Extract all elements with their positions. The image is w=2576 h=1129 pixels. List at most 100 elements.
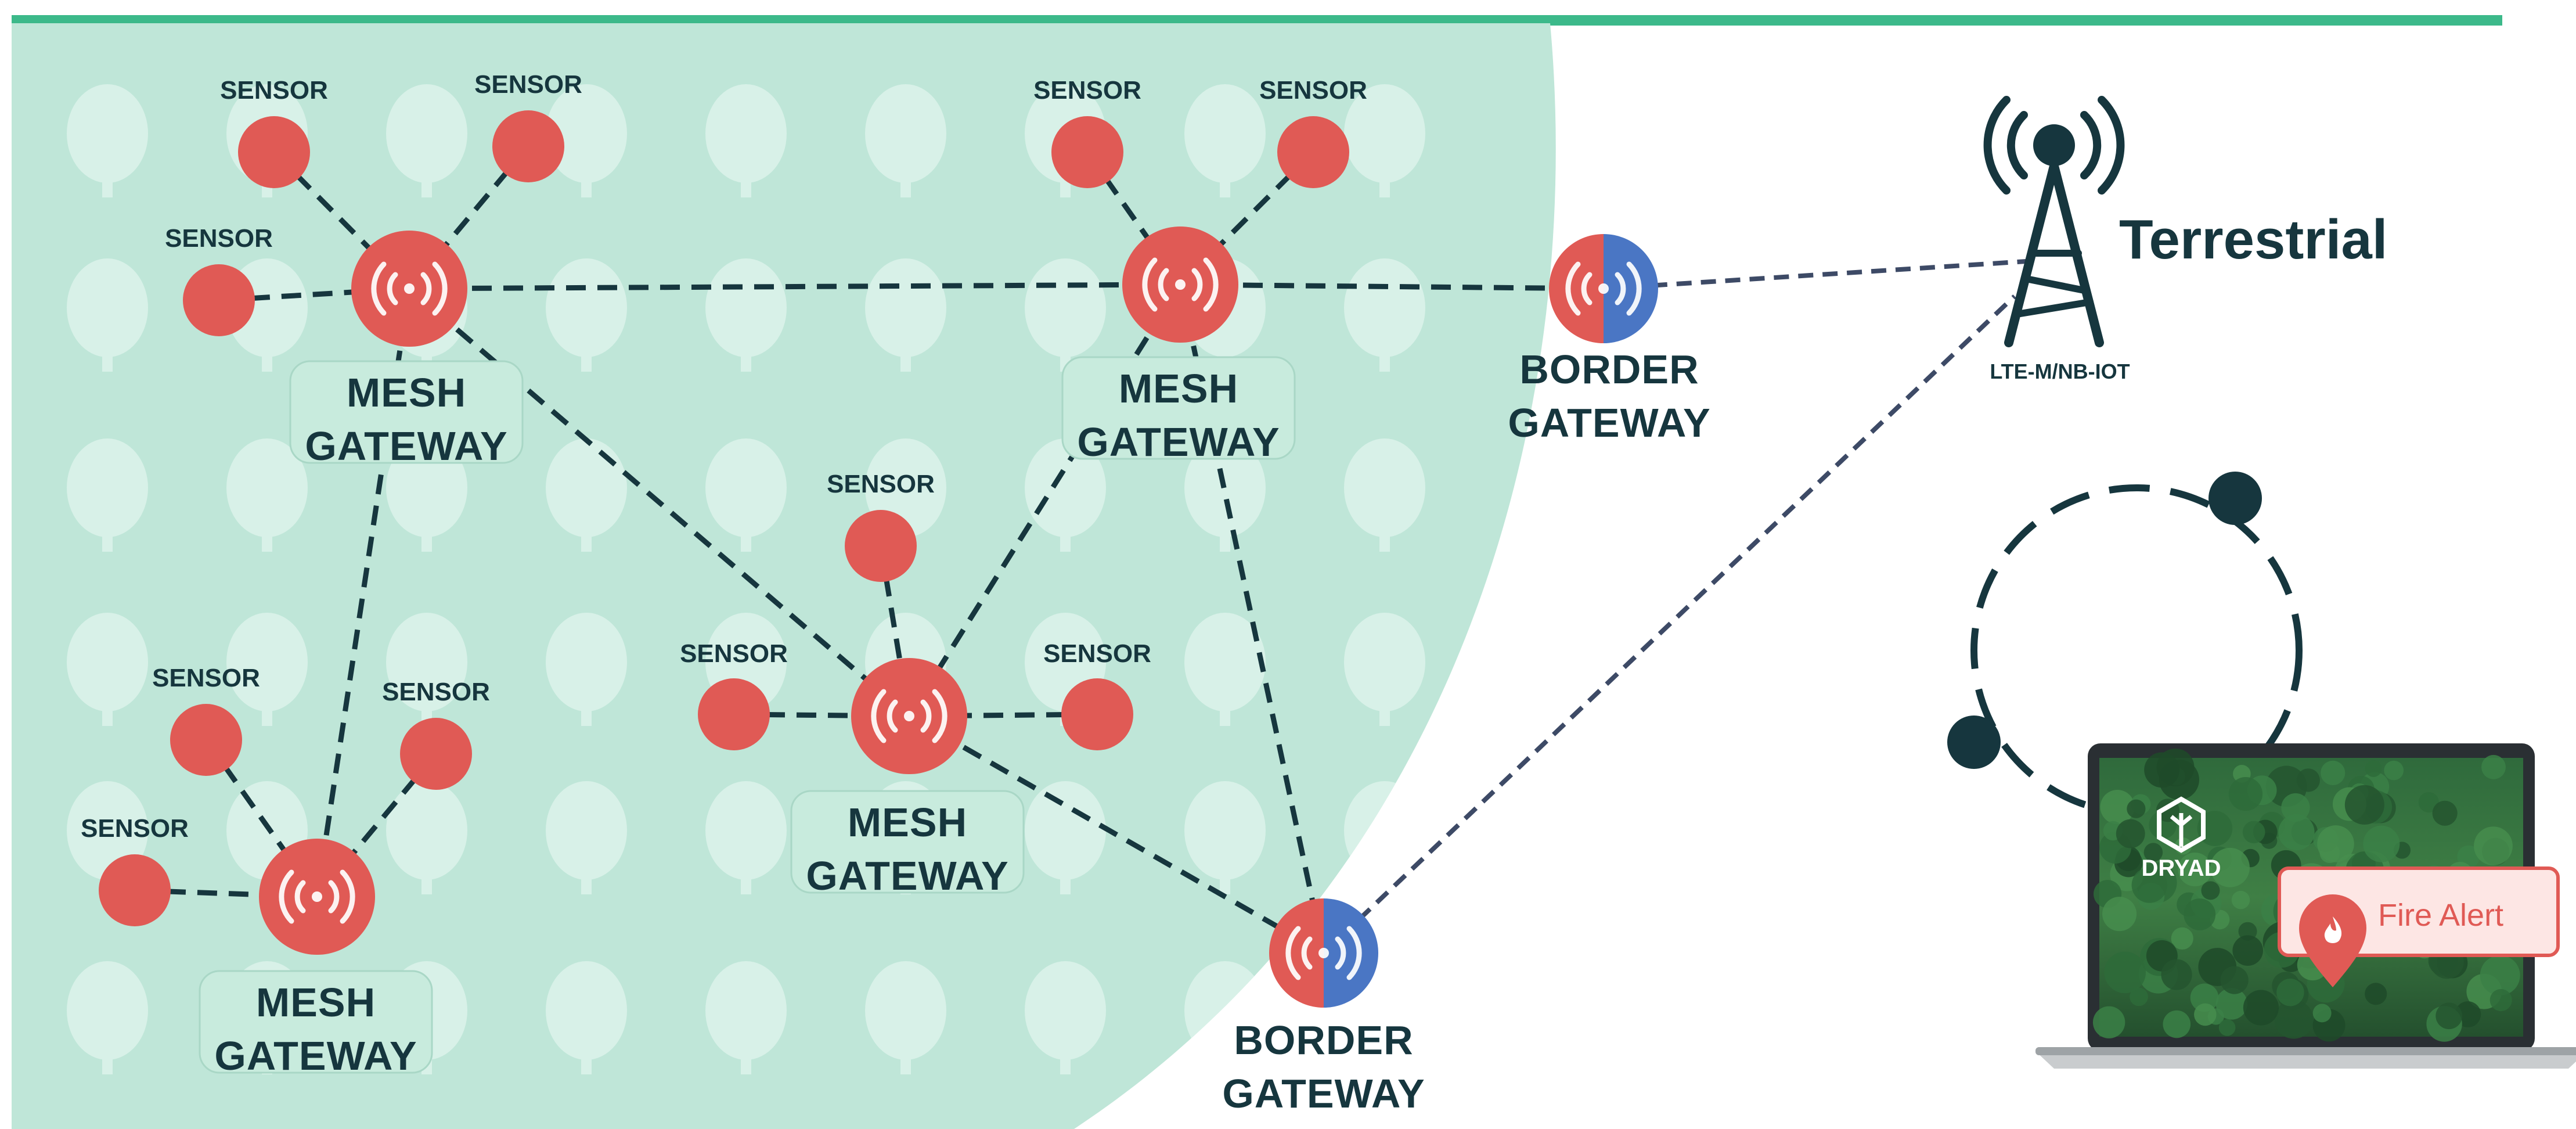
sensor-label: SENSOR [382, 678, 490, 706]
tree-icon [546, 781, 627, 894]
cell-tower-icon [1983, 96, 2125, 347]
wireless-icon [371, 261, 448, 316]
sensor-label: SENSOR [152, 664, 260, 692]
mesh-gateway-node: MESH GATEWAY [199, 839, 433, 1078]
wireless-icon [1142, 257, 1219, 312]
tree-icon [67, 961, 148, 1074]
tree-icon [865, 258, 946, 372]
mesh-gateway-label: GATEWAY [214, 1033, 417, 1078]
tree-icon [67, 613, 148, 726]
tree-icon [67, 84, 148, 197]
tree-icon [705, 961, 787, 1074]
sensor-label: SENSOR [220, 76, 328, 105]
wireless-icon [871, 689, 947, 743]
fire-alert-popup: Fire Alert [2278, 866, 2560, 987]
tree-icon [1344, 438, 1425, 552]
border-gateway-label: GATEWAY [1508, 400, 1710, 445]
tree-icon [546, 438, 627, 552]
tree-icon [226, 438, 308, 552]
sensor-label: SENSOR [1033, 76, 1141, 105]
tree-icon [386, 781, 467, 894]
mesh-gateway-node: MESH GATEWAY [790, 658, 1025, 898]
top-bar [12, 15, 2502, 26]
tree-icon [1025, 961, 1106, 1074]
tree-icon [226, 613, 308, 726]
tree-icon [1025, 781, 1106, 894]
tree-icon [546, 961, 627, 1074]
border-gateway-label: BORDER [1519, 347, 1699, 392]
tree-icon [705, 781, 787, 894]
tree-icon [1025, 438, 1106, 552]
tree-icon [705, 438, 787, 552]
orbit-dot-top [2208, 472, 2262, 525]
mesh-gateway-label: GATEWAY [305, 423, 507, 469]
tree-icon [1344, 781, 1425, 894]
mesh-gateway-label: MESH [1119, 366, 1238, 411]
sensor-label: SENSOR [165, 224, 273, 253]
tree-icon [1184, 781, 1266, 894]
sensor-node: SENSOR [382, 678, 490, 790]
tree-icon [1344, 84, 1425, 197]
mesh-gateway-label: GATEWAY [1077, 419, 1280, 465]
link-line [408, 286, 911, 718]
mesh-gateway-node: MESH GATEWAY [289, 231, 524, 469]
tree-icon [705, 84, 787, 197]
sensor-node: SENSOR [1259, 76, 1367, 188]
mesh-gateway-node: MESH GATEWAY [1061, 226, 1296, 465]
border-gateway-node: BORDER GATEWAY [1508, 234, 1710, 445]
tree-icon [1344, 613, 1425, 726]
network-type-label: LTE-M/NB-IOT [1990, 359, 2130, 383]
mesh-gateway-label: MESH [256, 980, 376, 1025]
sensor-node: SENSOR [827, 470, 935, 582]
tree-icon [1344, 258, 1425, 372]
sensor-label: SENSOR [1043, 639, 1151, 668]
tree-icon [1184, 613, 1266, 726]
sensor-label: SENSOR [680, 639, 788, 668]
tree-icon [1184, 84, 1266, 197]
brand-name: DRYAD [2141, 855, 2221, 881]
wireless-icon [1285, 926, 1362, 980]
sensor-node: SENSOR [220, 76, 328, 188]
tree-icon [67, 438, 148, 552]
border-gateway-node: BORDER GATEWAY [1222, 898, 1425, 1116]
tree-icon [865, 961, 946, 1074]
tree-icon [546, 84, 627, 197]
sensor-node: SENSOR [680, 639, 788, 750]
mesh-gateway-label: MESH [347, 370, 466, 415]
tree-icon [705, 258, 787, 372]
tree-icon [546, 613, 627, 726]
wireless-icon [279, 869, 355, 924]
sensor-node: SENSOR [165, 224, 273, 336]
uplink-links [1322, 259, 2027, 955]
orbit-dot-left [1947, 715, 2001, 769]
sensor-label: SENSOR [827, 470, 935, 498]
laptop: DRYAD Fire Alert [2035, 743, 2576, 1069]
mesh-gateway-label: GATEWAY [806, 853, 1008, 898]
tree-icon [1184, 438, 1266, 552]
uplink-line [1603, 259, 2027, 291]
tree-icon [67, 258, 148, 372]
tree-icon [386, 84, 467, 197]
sensor-node: SENSOR [1043, 639, 1151, 750]
border-gateway-label: BORDER [1234, 1017, 1413, 1063]
sensor-node: SENSOR [474, 70, 582, 182]
link-line [409, 282, 1181, 292]
terrestrial-label: Terrestrial [2119, 208, 2387, 271]
fire-pin-icon [2299, 894, 2366, 987]
mesh-gateway-label: MESH [848, 800, 967, 845]
border-gateway-label: GATEWAY [1222, 1071, 1425, 1116]
fire-alert-label: Fire Alert [2378, 898, 2503, 933]
sensor-node: SENSOR [1033, 76, 1141, 188]
sensor-label: SENSOR [81, 814, 189, 843]
link-line [1177, 284, 1327, 954]
link-line [907, 283, 1183, 718]
sensor-node: SENSOR [81, 814, 189, 926]
link-line [907, 714, 1325, 955]
wireless-icon [1565, 261, 1642, 316]
dryad-logo-icon [2157, 796, 2206, 853]
sensor-node: SENSOR [152, 664, 260, 776]
tree-icon [546, 258, 627, 372]
uplink-line [1322, 294, 2016, 955]
tree-icon [865, 84, 946, 197]
